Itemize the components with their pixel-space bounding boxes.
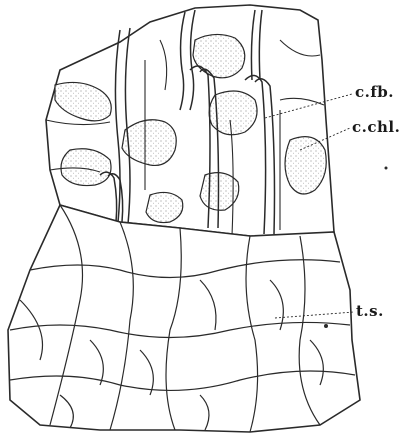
label-c-chl: c.chl. bbox=[352, 118, 400, 136]
label-t-s: t.s. bbox=[356, 302, 384, 320]
label-c-fb: c.fb. bbox=[355, 83, 394, 101]
upper-cortex-outline bbox=[46, 5, 334, 238]
stray-dot bbox=[385, 167, 388, 170]
cell-marker-dot bbox=[324, 324, 328, 328]
lower-tissue-outline bbox=[8, 205, 360, 432]
